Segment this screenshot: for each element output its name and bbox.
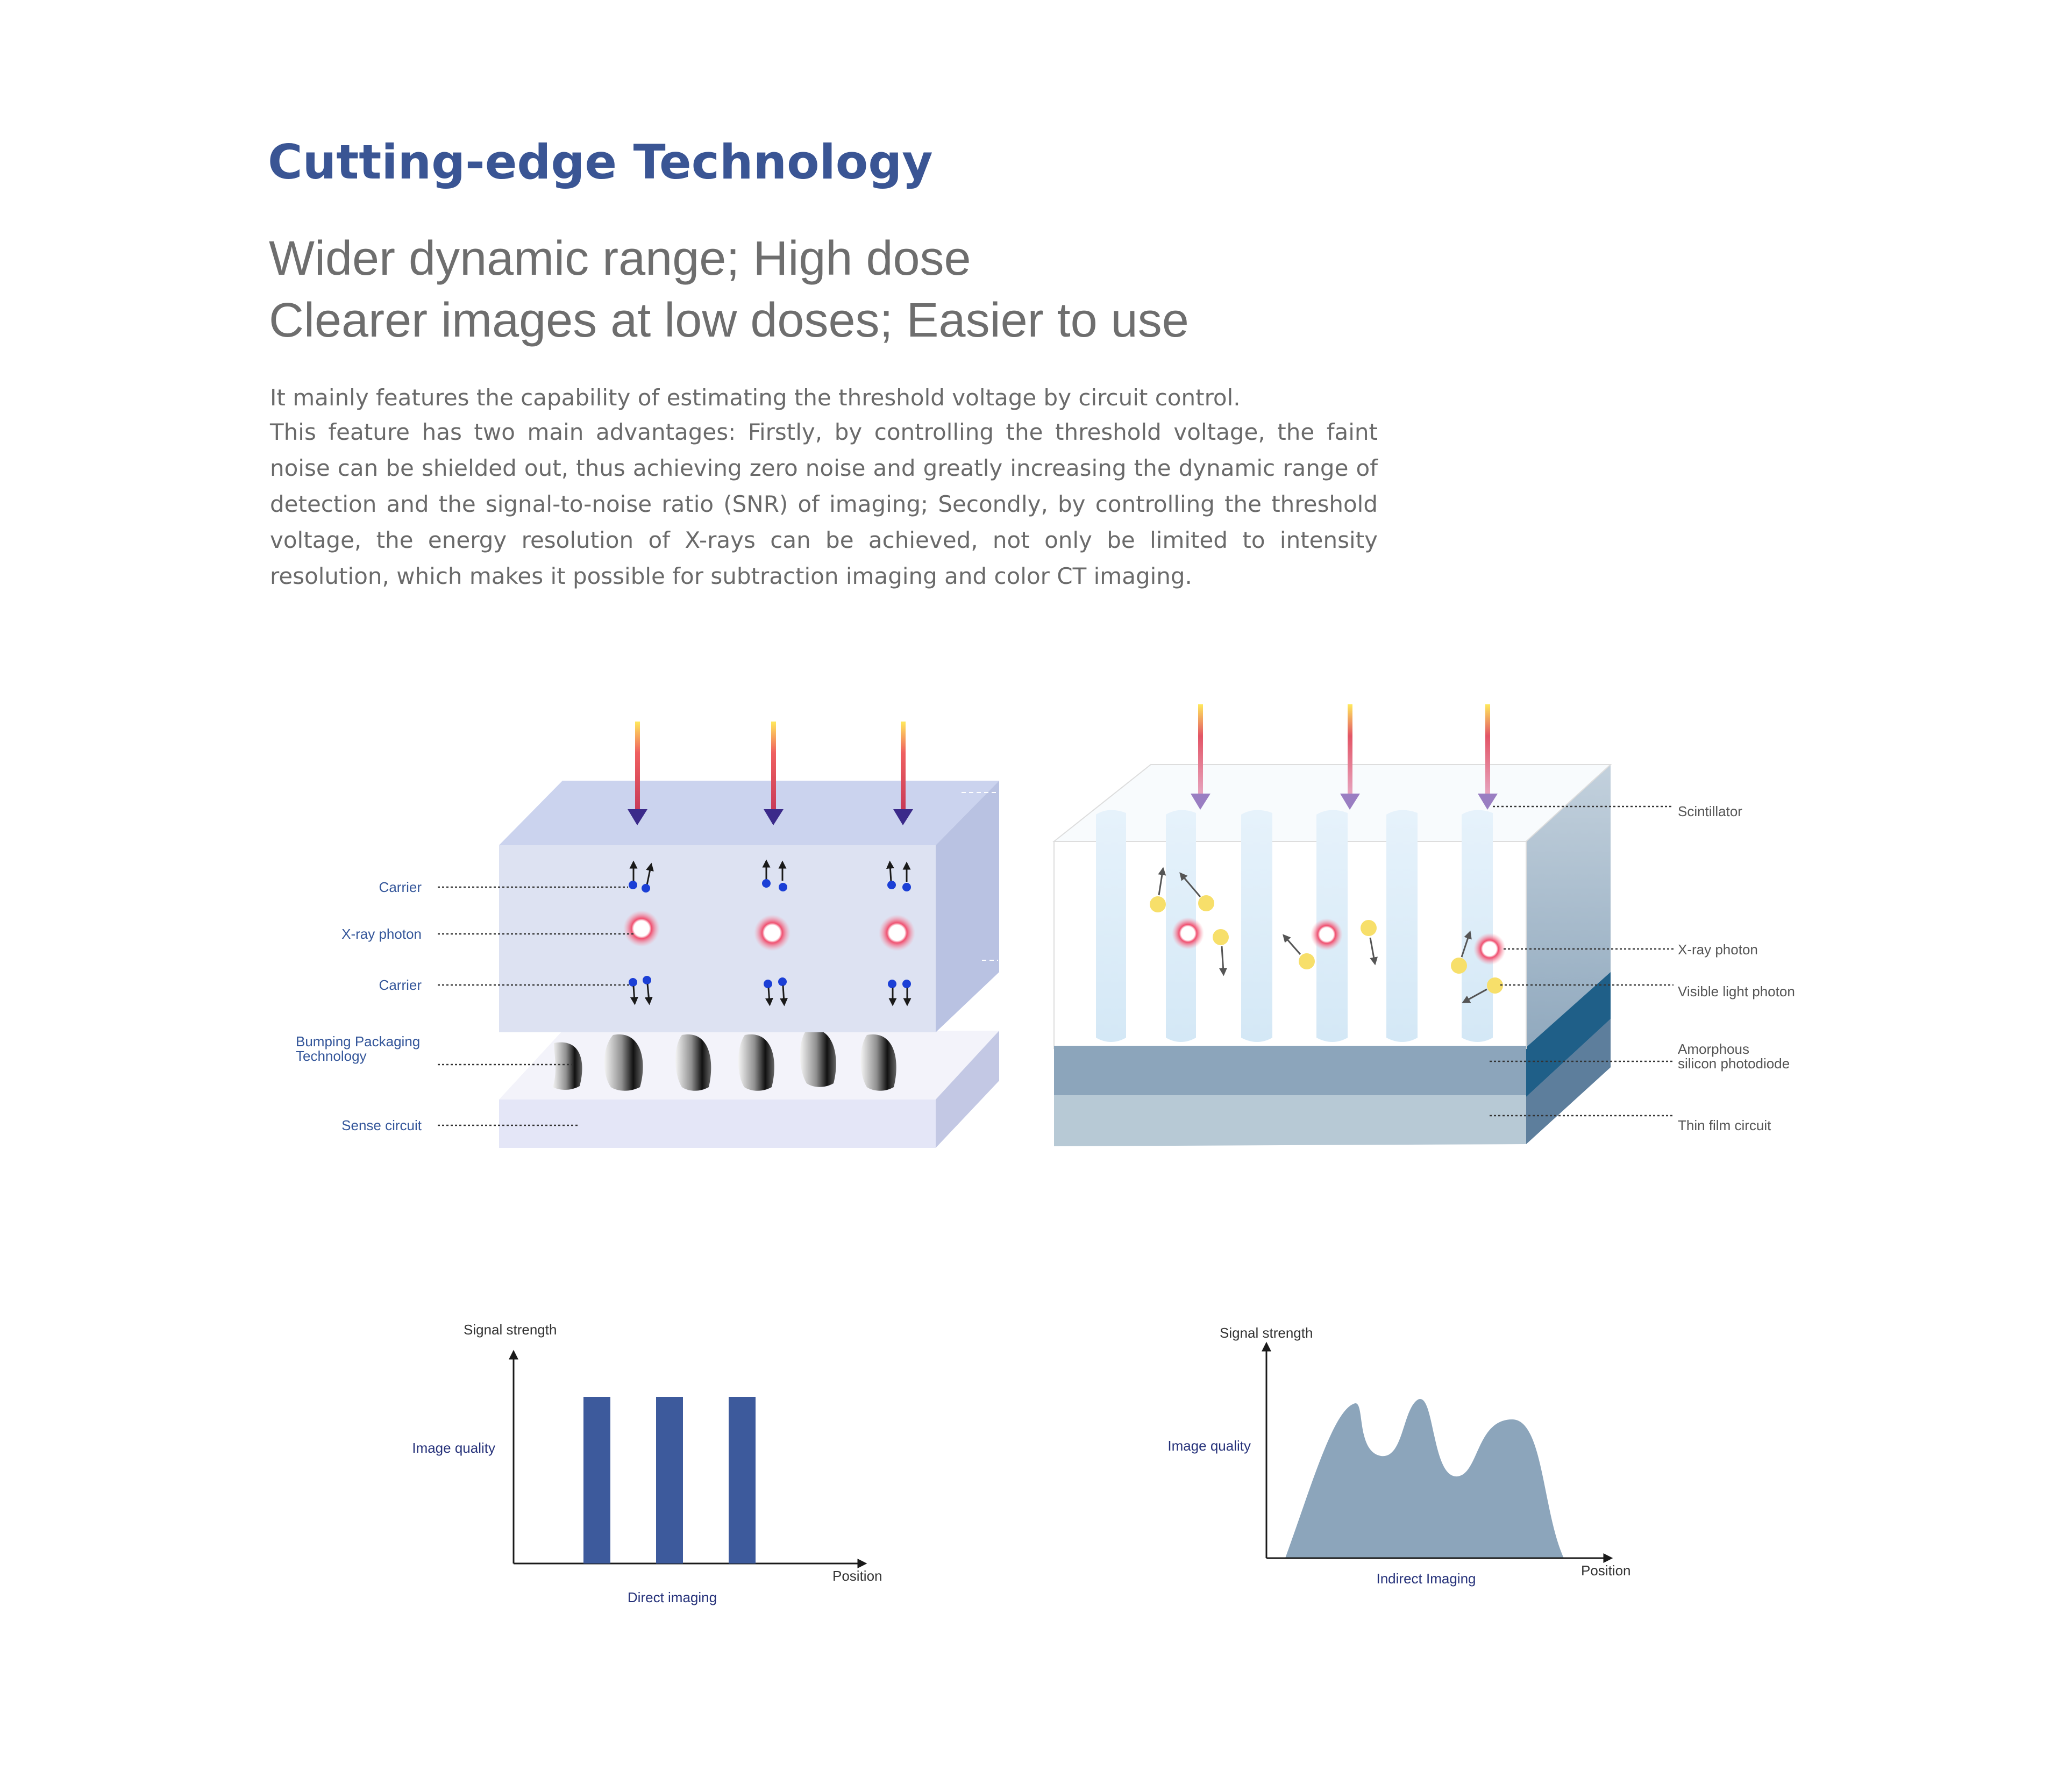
chart-y-annotation: Image quality xyxy=(1167,1438,1251,1454)
arrow-down-icon xyxy=(1340,794,1360,810)
xray-photon xyxy=(623,910,660,947)
sense-circuit-front-face xyxy=(499,1100,936,1148)
area-series xyxy=(1285,1399,1564,1558)
label-bumping-line-1: Bumping Packaging xyxy=(296,1033,420,1050)
scintillator-columns xyxy=(1096,810,1493,1042)
chart-ylabel: Signal strength xyxy=(464,1322,557,1338)
bump xyxy=(553,1042,582,1090)
arrow-down-icon xyxy=(764,809,784,825)
visible-photon xyxy=(1451,958,1467,974)
direct-imaging-chart: Signal strength Position Direct imaging … xyxy=(412,1322,882,1605)
detector-side-face xyxy=(936,781,999,1032)
label-sense-circuit: Sense circuit xyxy=(341,1117,422,1133)
visible-light-photons xyxy=(1150,867,1503,1003)
scintillator-front-face xyxy=(1053,841,1527,1049)
direct-conversion-diagram: Carrier X-ray photon Carrier Bumping Pac… xyxy=(296,722,999,1148)
bump-row xyxy=(553,1029,896,1091)
bar xyxy=(656,1397,683,1563)
chart-xlabel: Position xyxy=(1581,1562,1631,1579)
chart-caption: Direct imaging xyxy=(628,1589,717,1605)
bump xyxy=(860,1034,896,1091)
bump xyxy=(604,1034,643,1091)
scintillator-column xyxy=(1241,810,1272,1042)
xray-photon xyxy=(1172,917,1204,949)
scintillator-column xyxy=(1386,810,1418,1042)
detector-front-face xyxy=(499,845,936,1032)
xray-beam xyxy=(764,722,784,825)
label-thin-film-circuit: Thin film circuit xyxy=(1678,1117,1771,1133)
label-amorphous-line-1: Amorphous xyxy=(1678,1041,1749,1057)
xray-beam xyxy=(893,722,913,825)
label-scintillator: Scintillator xyxy=(1678,803,1742,819)
photodiode-side-face xyxy=(1526,972,1611,1097)
chart-xlabel: Position xyxy=(832,1568,882,1584)
leader-lines-indirect xyxy=(1490,805,1674,1117)
label-visible-light-photon: Visible light photon xyxy=(1678,983,1795,999)
bump xyxy=(800,1029,836,1087)
xray-beam xyxy=(1340,704,1360,810)
description-body: This feature has two main advantages: Fi… xyxy=(270,419,1378,589)
arrow-down-icon xyxy=(1191,794,1210,810)
carrier-pair-top xyxy=(762,859,787,891)
scintillator-column xyxy=(1462,810,1493,1042)
scintillator-column xyxy=(1096,810,1126,1042)
label-carrier-top: Carrier xyxy=(379,879,422,895)
chart-ylabel: Signal strength xyxy=(1220,1325,1313,1341)
xray-beam xyxy=(1478,704,1498,810)
chart-caption: Indirect Imaging xyxy=(1377,1570,1476,1587)
label-bumping-line-2: Technology xyxy=(296,1048,367,1064)
description-lead: It mainly features the capability of est… xyxy=(270,384,1241,411)
xray-photon xyxy=(1311,918,1343,951)
label-xray-photon-indirect: X-ray photon xyxy=(1678,941,1758,958)
leader-lines-direct xyxy=(438,886,635,1126)
arrow-down-icon xyxy=(628,809,647,825)
visible-photon xyxy=(1198,895,1214,911)
visible-photon xyxy=(1299,953,1315,969)
xray-beam xyxy=(628,722,647,825)
bar xyxy=(583,1397,610,1563)
amorphous-silicon-layer xyxy=(1054,1046,1526,1095)
arrow-down-icon xyxy=(893,809,913,825)
carrier-pair-bottom xyxy=(888,980,912,1006)
indirect-imaging-chart: Signal strength Position Indirect Imagin… xyxy=(1167,1325,1630,1587)
label-amorphous-line-2: silicon photodiode xyxy=(1678,1055,1790,1072)
tagline-line-2: Clearer images at low doses; Easier to u… xyxy=(269,294,1189,347)
xray-photon xyxy=(754,915,791,951)
carrier-pair-bottom xyxy=(629,976,653,1005)
bump xyxy=(738,1034,774,1091)
visible-photon xyxy=(1361,920,1377,936)
indirect-conversion-diagram: Scintillator X-ray photon Visible light … xyxy=(1052,704,1795,1146)
carrier-pair-top xyxy=(629,860,654,893)
bump xyxy=(675,1034,711,1091)
visible-photon xyxy=(1213,929,1229,945)
bar xyxy=(729,1397,756,1563)
sense-circuit-side-face xyxy=(936,1031,999,1148)
page-title: Cutting-edge Technology xyxy=(268,134,933,190)
detector-top-face xyxy=(499,781,999,845)
carrier-pair-bottom xyxy=(764,977,788,1006)
xray-photon xyxy=(879,915,915,951)
label-carrier-bottom: Carrier xyxy=(379,977,422,993)
chart-y-annotation: Image quality xyxy=(412,1440,495,1456)
label-xray-photon-direct: X-ray photon xyxy=(341,926,422,942)
visible-photon xyxy=(1487,977,1503,994)
carrier-pair-top xyxy=(886,860,911,891)
tagline-line-1: Wider dynamic range; High dose xyxy=(269,232,971,285)
thin-film-circuit-layer xyxy=(1054,1095,1526,1146)
xray-beam xyxy=(1191,704,1210,810)
xray-photon xyxy=(1473,933,1506,965)
visible-photon xyxy=(1150,896,1166,912)
arrow-down-icon xyxy=(1478,794,1498,810)
thin-film-side-face xyxy=(1526,1019,1611,1144)
bar-series xyxy=(583,1397,756,1563)
